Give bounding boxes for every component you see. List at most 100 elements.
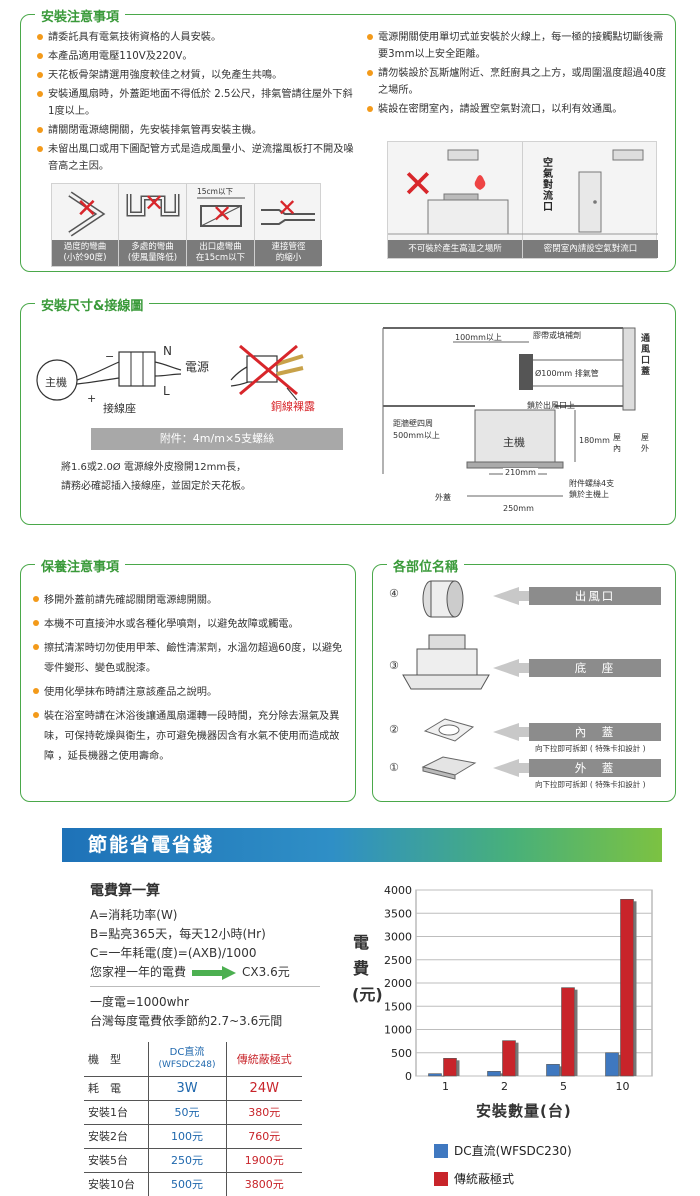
outer-cover-icon xyxy=(421,756,477,780)
calc-lines: A=消耗功率(W) B=點亮365天，每天12小時(Hr) C=一年耗電(度)=… xyxy=(90,906,320,1031)
table-row: 耗 電 3W 24W xyxy=(84,1076,302,1101)
dim-tape: 膠帶或填補劑 xyxy=(533,331,581,340)
table-cell: 500元 xyxy=(147,1172,227,1196)
wiring-connector-icon xyxy=(36,344,304,401)
table-cell: 耗 電 xyxy=(84,1076,148,1101)
arrow-shaft xyxy=(519,663,529,673)
parts-title: 各部位名稱 xyxy=(387,556,465,575)
table-cell: 安裝2台 xyxy=(84,1124,148,1149)
bar-traditional xyxy=(502,1040,516,1077)
bar-shadow xyxy=(559,1066,563,1076)
bar-traditional xyxy=(561,987,575,1077)
maintenance-list: 移開外蓋前請先確認關閉電源總開關。 本機不可直接沖水或各種化學噴劑，以避免故障或… xyxy=(33,591,347,771)
legend-swatch xyxy=(434,1143,448,1158)
list-item: 裝設在密閉室內，請設置空氣對流口，以利有效通風。 xyxy=(367,101,667,118)
table-row: 安裝2台 100元 760元 xyxy=(84,1124,302,1149)
pipe-caption: 多處的彎曲(使風量降低) xyxy=(119,240,186,266)
part-number: ① xyxy=(389,761,399,774)
table-cell: 250元 xyxy=(147,1148,227,1173)
result-prefix: 您家裡一年的電費 xyxy=(90,965,187,979)
part-number: ③ xyxy=(389,659,399,672)
list-item: 請勿裝設於瓦斯爐附近、烹飪廚具之上方，或周圍溫度超過40度之場所。 xyxy=(367,65,667,99)
install-notes-title: 安裝注意事項 xyxy=(35,6,126,25)
bar-shadow xyxy=(500,1073,504,1076)
outlet-duct-icon xyxy=(422,580,464,618)
x-tick-label: 1 xyxy=(442,1080,449,1093)
air-vent-label: 空氣對流口 xyxy=(543,158,553,213)
closed-room-illustration: 空氣對流口 密閉室內請設空氣對流口 xyxy=(523,142,658,258)
accessory-bar: 附件：4m/m×5支螺絲 xyxy=(91,428,343,450)
arrow-icon xyxy=(493,587,519,605)
arrow-icon xyxy=(493,723,519,741)
list-item: 未留出風口或用下圖配管方式是造成風量小、逆流擋風板打不開及噪音高之主因。 xyxy=(37,141,355,175)
table-row: 安裝1台 50元 380元 xyxy=(84,1100,302,1125)
pipe-multi-bend: ✕ 多處的彎曲(使風量降低) xyxy=(119,184,187,266)
dim-250mm: 250mm xyxy=(503,504,534,513)
part-number: ② xyxy=(389,723,399,736)
legend-item-dc: DC直流(WFSDC230) xyxy=(434,1142,572,1159)
l-label: L xyxy=(163,384,170,398)
pipe-reduced-diameter: ✕ 連接管徑的縮小 xyxy=(255,184,322,266)
dim-unit: 主機 xyxy=(503,436,525,449)
outlet-bend-pipe-icon xyxy=(197,197,245,227)
table-cell: 100元 xyxy=(147,1124,227,1149)
n-label: N xyxy=(163,344,172,358)
wiring-desc: 將1.6或2.0Ø 電源線外皮撥開12mm長， 請務必確認插入接線座，並固定於天… xyxy=(61,462,251,492)
result-value: CX3.6元 xyxy=(242,965,290,979)
part-label-bar: 內 蓋 xyxy=(529,723,661,741)
dimension-diagram: 100mm以上 膠帶或填補劑 Ø100mm 排氣管 通風口蓋 鎖於出風口上 距牆… xyxy=(379,324,661,516)
power-label: 電源 xyxy=(185,360,210,374)
dim-180mm: 180mm xyxy=(579,436,610,445)
bar-traditional xyxy=(620,898,634,1077)
dim-cover: 外蓋 xyxy=(435,493,451,502)
y-tick-label: 1000 xyxy=(384,1024,412,1037)
calc-title: 電費算一算 xyxy=(90,883,160,899)
pipe-caption: 過度的彎曲(小於90度) xyxy=(52,240,118,266)
list-item: 天花板骨架請選用強度較佳之材質，以免產生共鳴。 xyxy=(37,67,355,84)
part-label-bar: 底 座 xyxy=(529,659,661,677)
table-cell: 安裝5台 xyxy=(84,1148,148,1173)
table-cell: 380元 xyxy=(226,1100,302,1125)
multi-bend-pipe-icon xyxy=(126,194,180,217)
table-row: 機 型 DC直流 (WFSDC248) 傳統蔽極式 xyxy=(84,1042,302,1077)
wiring-section: 安裝尺寸&接線圖 主機 N L − + 接線座 電源 銅線裸露 附 xyxy=(20,295,676,525)
bar-traditional xyxy=(443,1058,457,1077)
arrow-shaft xyxy=(519,591,529,601)
bar-shadow xyxy=(574,989,578,1076)
x-mark-icon: ✕ xyxy=(144,189,165,217)
bar-dc xyxy=(428,1073,442,1077)
arrow-shaft xyxy=(519,763,529,773)
y-tick-label: 3000 xyxy=(384,931,412,944)
table-cell: 機 型 xyxy=(84,1042,148,1077)
bar-shadow xyxy=(633,901,637,1076)
legend-swatch xyxy=(434,1171,448,1186)
kitchen-illustration: ✕ 不可裝於產生高溫之場所 xyxy=(388,142,523,258)
reduced-pipe-icon xyxy=(261,209,315,225)
pipe-illustrations: ✕ 過度的彎曲(小於90度) ✕ 多處的彎曲(使風量降低) 15cm以下 xyxy=(51,183,322,267)
dim-screws: 附件螺絲4支 鎖於主機上 xyxy=(569,479,615,499)
wiring-title: 安裝尺寸&接線圖 xyxy=(35,295,150,314)
table-cell: 3800元 xyxy=(226,1172,302,1196)
table-cell: 安裝1台 xyxy=(84,1100,148,1125)
list-item: 移開外蓋前請先確認關閉電源總開關。 xyxy=(33,591,347,611)
plus-label: + xyxy=(87,392,97,405)
part-note: 向下拉即可拆卸 ( 特殊卡扣設計 ) xyxy=(535,744,646,753)
part-note: 向下拉即可拆卸 ( 特殊卡扣設計 ) xyxy=(535,780,646,789)
table-row: 安裝10台 500元 3800元 xyxy=(84,1172,302,1196)
pipe-caption: 連接管徑的縮小 xyxy=(255,240,322,266)
install-notes-left-list: 請委託具有電氣技術資格的人員安裝。 本產品適用電壓110V及220V。 天花板骨… xyxy=(37,29,355,177)
bar-shadow xyxy=(515,1042,519,1076)
bar-shadow xyxy=(441,1075,445,1077)
part-label-bar: 出風口 xyxy=(529,587,661,605)
dim-100mm: 100mm以上 xyxy=(455,333,502,342)
y-tick-label: 3500 xyxy=(384,907,412,920)
arrow-right-icon xyxy=(192,965,237,980)
bare-wire-label: 銅線裸露 xyxy=(271,400,315,413)
list-item: 安裝通風扇時，外蓋距地面不得低於 2.5公尺，排氣管請往屋外下斜1度以上。 xyxy=(37,86,355,120)
arrow-icon xyxy=(493,759,519,777)
chart-ylabel: 電費(元) xyxy=(352,933,383,1004)
y-tick-label: 2000 xyxy=(384,977,412,990)
dim-vent: 通風口蓋 xyxy=(641,334,651,377)
dim-210mm: 210mm xyxy=(503,468,538,477)
table-cell: 傳統蔽極式 xyxy=(226,1042,302,1077)
